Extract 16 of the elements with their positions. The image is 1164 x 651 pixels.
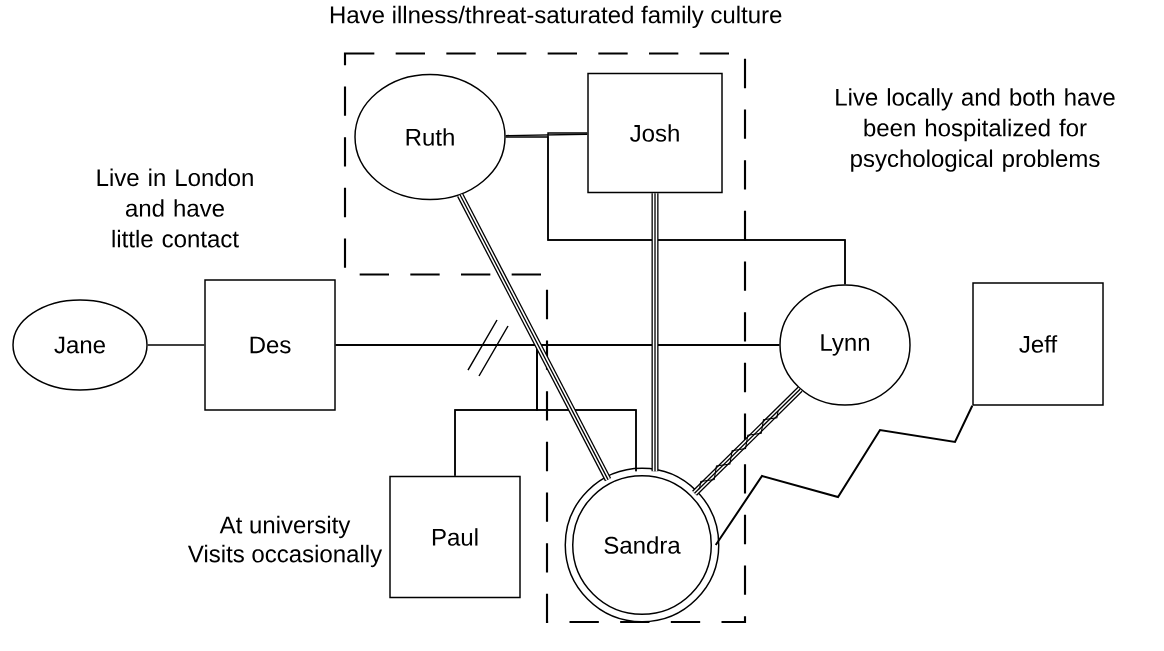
triple-line bbox=[692, 386, 803, 496]
connector-line bbox=[536, 344, 780, 472]
person-square: Jeff bbox=[972, 282, 1104, 406]
connector-line bbox=[505, 133, 588, 137]
note-text: Live in London and have little contact bbox=[97, 168, 253, 248]
note-text: At university bbox=[219, 515, 351, 539]
zigzag-line bbox=[714, 404, 974, 546]
person-square: Des bbox=[204, 279, 336, 411]
person-square: Josh bbox=[587, 72, 723, 194]
note-text: Live locally and both have been hospitalized for psychological problems bbox=[836, 88, 1115, 172]
connector-line bbox=[147, 344, 205, 346]
person-square: Paul bbox=[389, 475, 521, 599]
note-text: Visits occasionally bbox=[187, 544, 383, 568]
node-label: Have illness/threat-saturated family culture bbox=[330, 5, 782, 29]
triple-line bbox=[457, 193, 612, 482]
triple-line bbox=[651, 192, 659, 472]
